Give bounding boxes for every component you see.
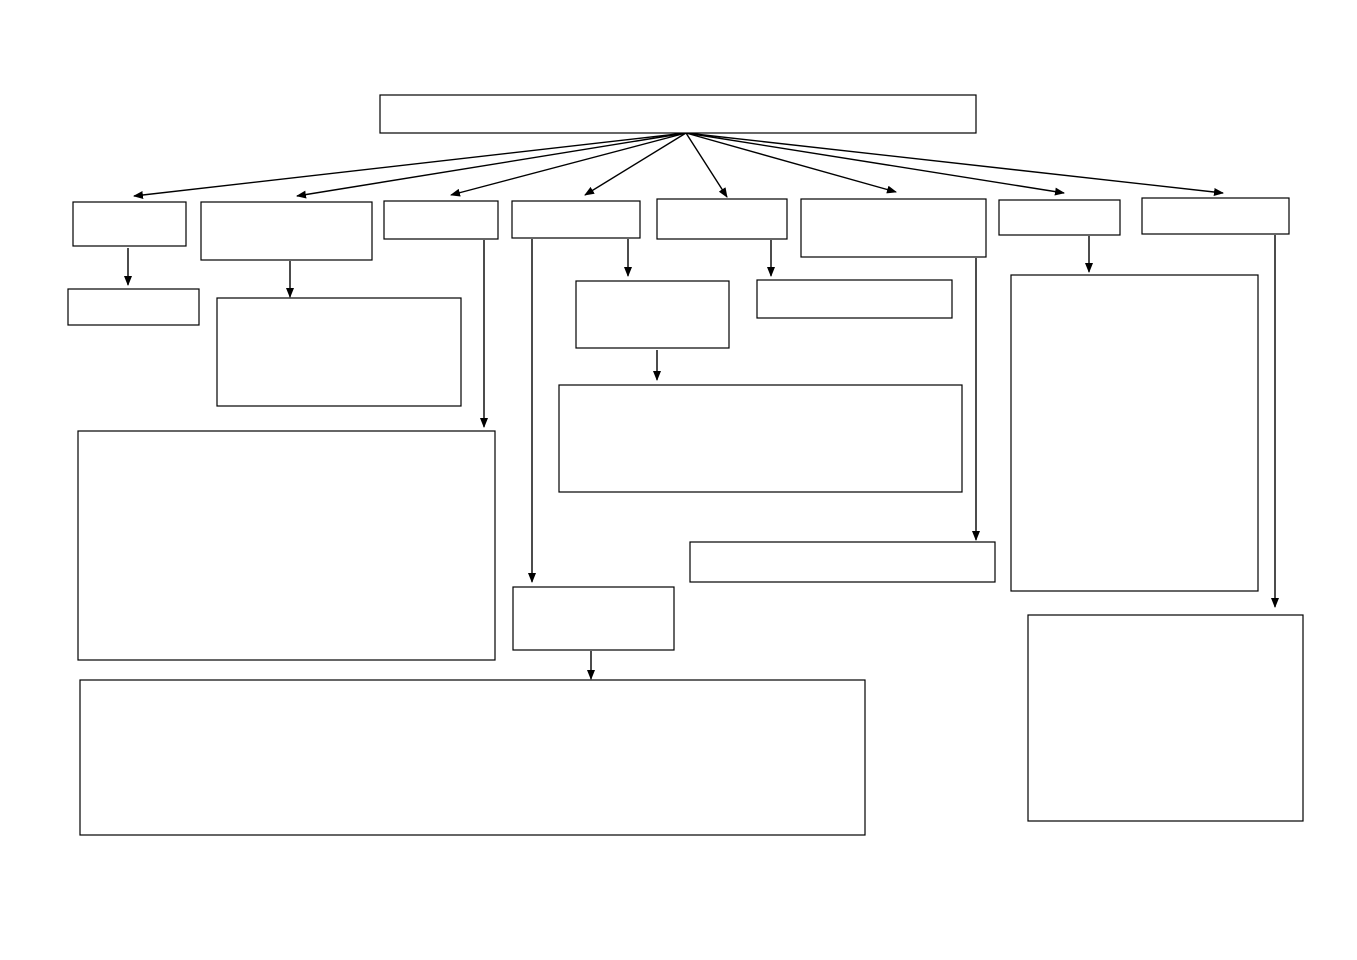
detail-box-c2 [216, 297, 462, 407]
child-connectors [124, 235, 1279, 680]
detail-box-c1 [67, 288, 200, 326]
category-box-1 [72, 201, 187, 247]
detail-box-c7 [1010, 274, 1259, 592]
category-box-6 [800, 198, 987, 258]
detail-box-c4-c [512, 586, 675, 651]
category-box-8 [1141, 197, 1290, 235]
detail-box-c4-b [558, 384, 963, 493]
root-box [379, 94, 977, 134]
detail-box-c3 [77, 430, 496, 661]
edge-root-c2 [296, 132, 687, 199]
detail-nodes [67, 274, 1304, 836]
category-box-2 [200, 201, 373, 261]
detail-box-c4-d [79, 679, 866, 836]
edge-root-c6 [685, 132, 897, 194]
category-box-4 [511, 200, 641, 239]
edge-root-c1 [133, 132, 687, 199]
category-box-7 [998, 199, 1121, 236]
edge-root-c4 [584, 132, 687, 196]
category-box-3 [383, 200, 499, 240]
root-connectors [133, 132, 1224, 199]
edge-root-c3 [450, 132, 687, 197]
category-nodes [72, 197, 1290, 261]
edge-root-c8 [685, 132, 1224, 196]
root-node [379, 94, 977, 134]
detail-box-c6 [689, 541, 996, 583]
detail-box-c4-a [575, 280, 730, 349]
detail-box-c8 [1027, 614, 1304, 822]
edge-root-c5 [685, 132, 728, 198]
edge-root-c7 [685, 132, 1065, 196]
detail-box-c5 [756, 279, 953, 319]
category-box-5 [656, 198, 788, 240]
